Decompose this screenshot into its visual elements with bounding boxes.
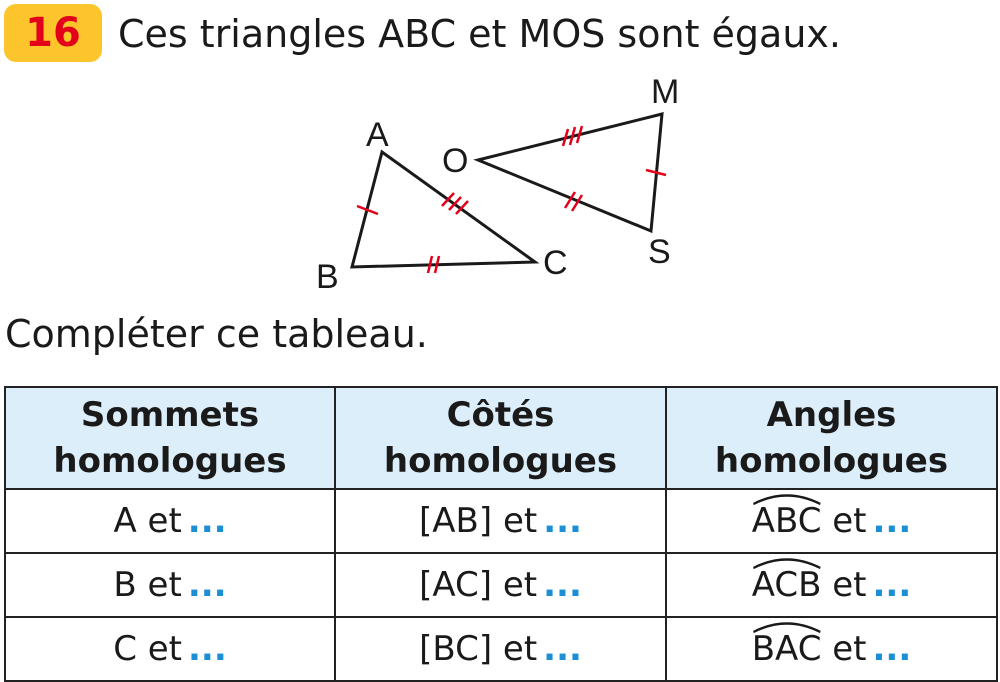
label-m: M <box>651 73 679 111</box>
header-angles: Angles homologues <box>665 386 998 490</box>
table-row: C et... [BC] et... BAC et... <box>4 616 998 682</box>
table-header-row: Sommets homologues Côtés homologues Angl… <box>4 386 998 490</box>
cell-angle[interactable]: BAC et... <box>665 616 998 682</box>
triangle-mos <box>473 112 664 234</box>
cell-side[interactable]: [AB] et... <box>334 488 667 554</box>
cell-side[interactable]: [BC] et... <box>334 616 667 682</box>
cell-vertex[interactable]: B et... <box>4 552 336 618</box>
blank-placeholder[interactable]: ... <box>872 565 912 605</box>
blank-placeholder[interactable]: ... <box>543 629 582 669</box>
angle-name: ABC <box>752 494 821 541</box>
cell-angle[interactable]: ACB et... <box>665 552 998 618</box>
table-row: A et... [AB] et... ABC et... <box>4 488 998 554</box>
angle-name: BAC <box>752 622 821 669</box>
table-row: B et... [AC] et... ACB et... <box>4 552 998 618</box>
blank-placeholder[interactable]: ... <box>543 565 582 605</box>
instruction-text: Compléter ce tableau. <box>5 312 428 356</box>
cell-angle[interactable]: ABC et... <box>665 488 998 554</box>
cell-vertex[interactable]: C et... <box>4 616 336 682</box>
blank-placeholder[interactable]: ... <box>872 629 912 669</box>
angle-name: ACB <box>752 558 821 605</box>
triangles-figure: A B C M O S <box>316 73 679 296</box>
exercise-statement: Ces triangles ABC et MOS sont égaux. <box>118 12 841 56</box>
equal-side-ticks <box>356 125 667 274</box>
label-a: A <box>366 116 389 154</box>
homologues-table: Sommets homologues Côtés homologues Angl… <box>4 386 998 682</box>
blank-placeholder[interactable]: ... <box>187 501 227 541</box>
cell-vertex[interactable]: A et... <box>4 488 336 554</box>
header-cotes: Côtés homologues <box>334 386 667 490</box>
exercise-number: 16 <box>25 10 81 56</box>
blank-placeholder[interactable]: ... <box>188 629 227 669</box>
header-sommets: Sommets homologues <box>4 386 336 490</box>
exercise-number-badge: 16 <box>4 4 102 62</box>
blank-placeholder[interactable]: ... <box>872 501 912 541</box>
label-o: O <box>442 142 468 180</box>
blank-placeholder[interactable]: ... <box>187 565 227 605</box>
label-c: C <box>543 244 568 282</box>
label-s: S <box>648 233 671 271</box>
cell-side[interactable]: [AC] et... <box>334 552 667 618</box>
label-b: B <box>316 258 339 296</box>
blank-placeholder[interactable]: ... <box>543 501 582 541</box>
